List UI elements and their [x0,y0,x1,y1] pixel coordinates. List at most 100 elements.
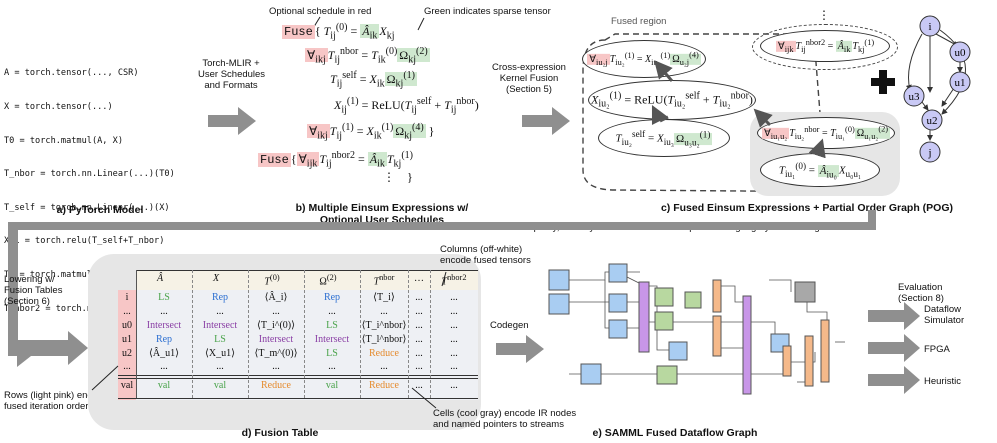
target-heuristic: Heuristic [924,376,961,387]
table-cell: ⟨T_i^nbor⟩ [361,320,407,331]
col-header-T0: T(0) [264,273,280,288]
arrow1-label: Torch-MLIR + User Schedules and Formats [198,58,266,91]
row-label: u0 [122,320,132,331]
dataflow-block [656,365,678,385]
table-cell: Rep [155,334,173,345]
code-line: T_nbor = torch.nn.Linear(...)(T0) [4,169,175,180]
table-cell: Reduce [369,348,399,359]
fusion-table: Â X T(0) Ω(2) Tnbor … Tnbor2 i ... u0 u1… [118,270,478,400]
samml-graph [548,263,845,395]
note-green: Green indicates sparse tensor [424,6,551,17]
note-red: Optional schedule in red [269,6,372,17]
dataflow-block [684,291,702,309]
table-note-pointers [91,271,447,409]
table-cell: val [157,380,171,391]
codegen-label: Codegen [490,320,529,331]
table-cell: ... [450,361,458,372]
table-cell: ... [450,348,458,359]
dataflow-block [712,315,722,357]
table-cell: ... [328,306,336,317]
pog-node-u2: u2 [927,115,938,127]
bottom-rule [118,398,478,399]
target-fpga: FPGA [924,344,950,355]
einsum-eq-4: Xij(1) = ReLU(Tijself + Tijnbor) [334,96,479,116]
code-line: A = torch.tensor(..., CSR) [4,68,139,79]
table-cell: Intersect [314,334,350,345]
table-cell: ... [216,306,224,317]
row-label: u2 [122,348,132,359]
flow-arrow-2 [522,107,570,135]
lowering-label: Lowering w/ Fusion Tables (Section 6) [4,274,63,307]
table-cell: ... [272,306,280,317]
col-header-Tnbor2: Tnbor2 [441,273,467,288]
dataflow-block [782,345,792,377]
table-cell: ⟨X_u1⟩ [204,348,236,359]
eval-arrows [868,302,920,394]
table-cell: ... [380,306,388,317]
ovl-x1: Xiu₂(1) = ReLU(Tiu₂self + Tiu₂nbor) [588,80,756,120]
table-cell: ... [415,348,423,359]
cell-area [136,290,478,400]
table-cell: ... [328,361,336,372]
row-label: u1 [122,334,132,345]
table-cell: val [213,380,227,391]
row-label: ... [123,306,131,317]
table-cell: Intersect [258,334,294,345]
table-cell: Intersect [202,320,238,331]
table-cell: ⟨T_m^(0)⟩ [254,348,298,359]
plus-icon [871,70,895,94]
table-cell: ⟨T_i^(0)⟩ [256,320,296,331]
dataflow-block [580,363,602,385]
flow-arrow-1 [208,107,256,135]
dataflow-block [608,263,628,283]
code-line: X = torch.tensor(...) [4,102,113,113]
pog-node-j: j [927,147,931,159]
dataflow-block [794,281,816,303]
pog-node-u3: u3 [909,91,921,103]
table-cell: LS [214,334,226,345]
table-cell: ... [450,320,458,331]
fuse-keyword: Fuse [282,25,315,39]
table-cell: ... [450,306,458,317]
fuse-keyword-2: Fuse [258,153,291,167]
dataflow-block [638,281,650,353]
eval-label: Evaluation (Section 8) [898,282,944,304]
code-line: T0 = torch.matmul(A, X) [4,135,123,146]
row-label: i [125,292,129,303]
dataflow-block [654,311,674,331]
col-header-Omega2: Ω(2) [319,273,337,288]
table-cell: ⟨Â_u1⟩ [148,348,180,359]
dataflow-block [548,269,570,291]
nbor2-region [752,24,898,70]
table-cell: ... [415,380,423,391]
fused-region-label: Fused region [611,16,667,27]
table-cell: Reduce [261,380,291,391]
caption-c: c) Fused Einsum Expressions + Partial Or… [660,202,954,214]
col-header-A: Â [156,273,164,284]
columns-note: Columns (off-white) encode fused tensors [440,244,531,266]
table-cell: val [325,380,339,391]
caption-a: a) PyTorch Model [56,204,144,216]
table-cell: ... [415,292,423,303]
val-separator [118,375,478,379]
caption-d: d) Fusion Table [241,427,319,439]
col-header-Tnbor: Tnbor [373,273,395,288]
fused-arrows [651,60,826,159]
table-cell: LS [158,292,170,303]
table-cell: ... [160,306,168,317]
table-cell: ⟨T_i⟩ [373,292,395,303]
pog-node-i: i [928,21,931,33]
dataflow-block [608,293,628,313]
target-dataflow-simulator: Dataflow Simulator [924,304,965,326]
pog-node-u0: u0 [955,47,967,59]
caption-e: e) SAMML Fused Dataflow Graph [592,427,758,439]
table-cell: ⟨Â_i⟩ [264,292,288,303]
pog-node-u1: u1 [955,77,966,89]
table-cell: ... [415,306,423,317]
